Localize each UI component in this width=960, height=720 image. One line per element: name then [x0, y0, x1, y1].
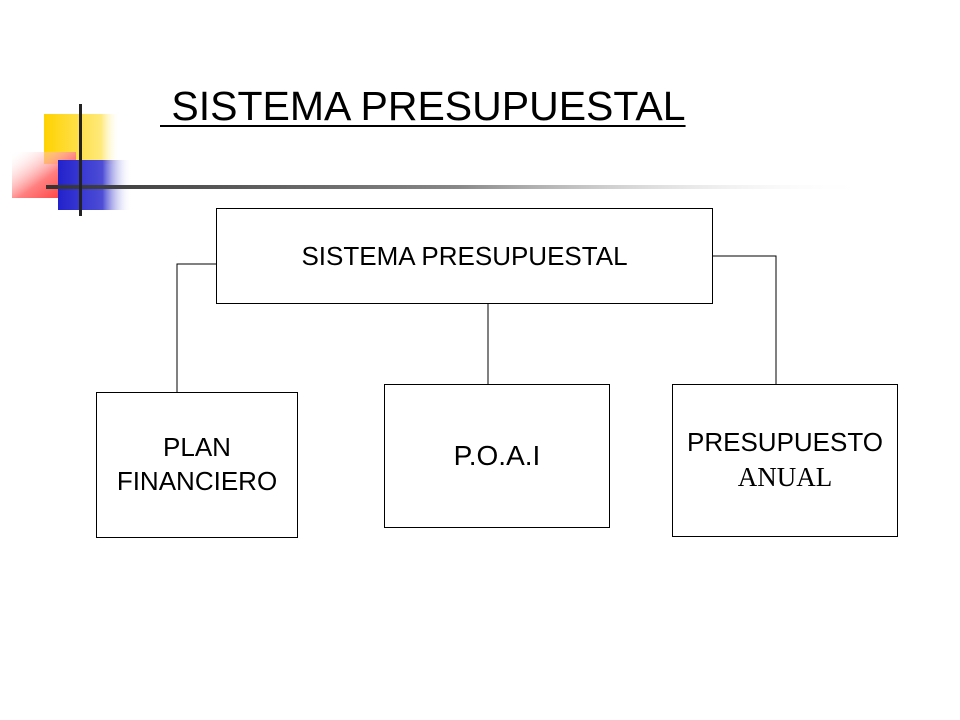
- node-label-line2: ANUAL: [737, 461, 833, 492]
- connector-plan: [176, 263, 216, 392]
- diagram-node-presupuesto-anual: PRESUPUESTO ANUAL: [672, 384, 898, 537]
- node-label-line1: PRESUPUESTO: [686, 427, 883, 458]
- connector-presupuesto: [713, 255, 777, 384]
- title-rule: [46, 185, 870, 189]
- vertical-rule: [79, 104, 82, 216]
- diagram-node-poai: P.O.A.I: [384, 384, 610, 528]
- title-decoration: [12, 104, 870, 216]
- page-title: SISTEMA PRESUPUESTAL: [160, 83, 686, 129]
- diagram-root-box: SISTEMA PRESUPUESTAL: [216, 208, 713, 304]
- node-label-line1: PLAN: [163, 432, 231, 463]
- root-label: SISTEMA PRESUPUESTAL: [301, 240, 628, 271]
- node-label-line2: FINANCIERO: [116, 466, 278, 496]
- node-label-line1: P.O.A.I: [453, 440, 541, 471]
- diagram-node-plan-financiero: PLAN FINANCIERO: [96, 392, 298, 538]
